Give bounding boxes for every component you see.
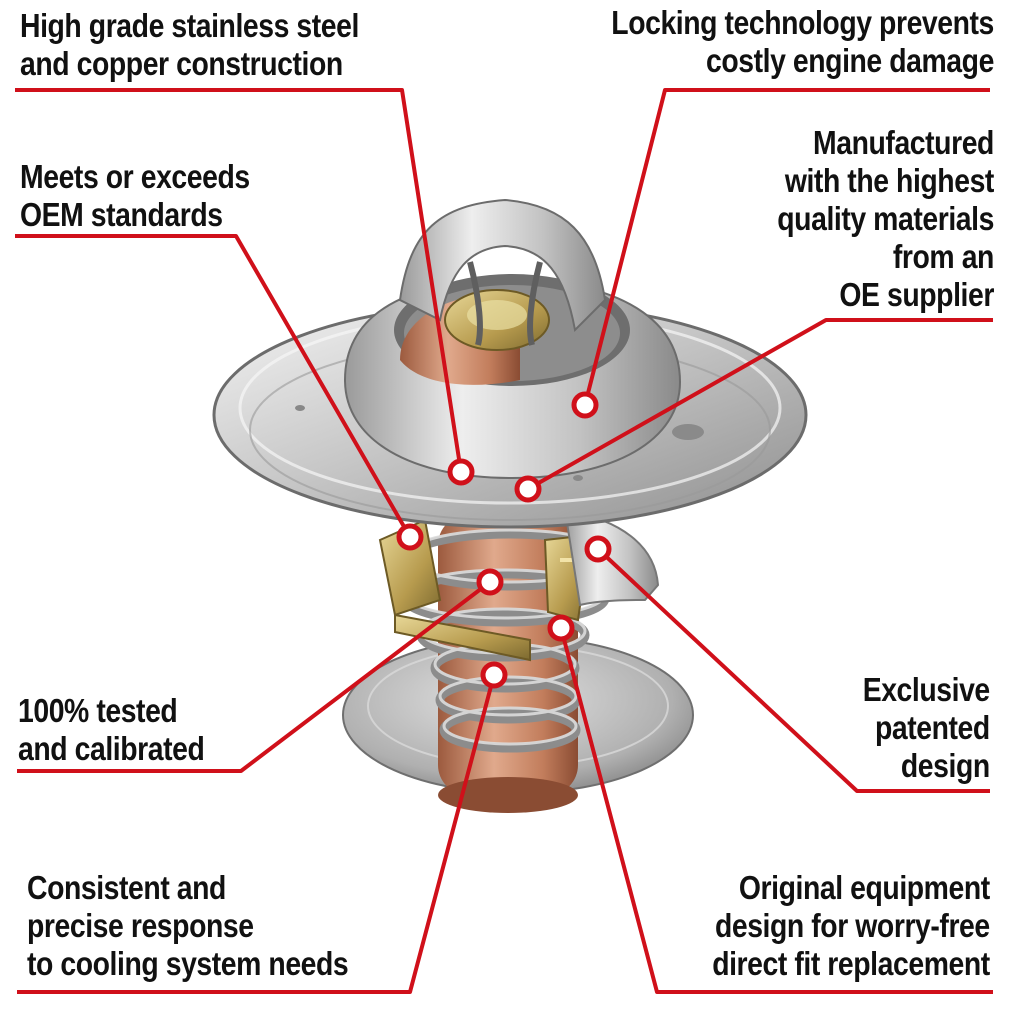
marker-stainless-copper <box>447 458 475 486</box>
callout-tested-calibrated: 100% tested and calibrated <box>18 692 205 768</box>
callout-line: Exclusive <box>862 671 991 708</box>
callout-line: 100% tested <box>18 692 178 729</box>
callout-oem-standards: Meets or exceeds OEM standards <box>20 158 250 234</box>
top-bridge <box>398 198 607 346</box>
callout-locking-technology: Locking technology prevents costly engin… <box>611 4 994 80</box>
leader-original-equipment <box>559 627 993 994</box>
marker-patented-design <box>584 535 612 563</box>
leader-quality-materials <box>527 318 993 491</box>
callout-line: direct fit replacement <box>712 945 990 982</box>
callout-line: design <box>901 747 990 784</box>
leader-stainless-copper <box>15 88 463 473</box>
callout-line: Original equipment <box>739 869 990 906</box>
callout-stainless-copper: High grade stainless steel and copper co… <box>20 7 359 83</box>
callout-line: design for worry-free <box>715 907 990 944</box>
callout-line: with the highest <box>784 162 995 199</box>
callout-line: quality materials <box>777 200 994 237</box>
callout-line: Meets or exceeds <box>20 158 250 195</box>
center-dome <box>343 274 682 480</box>
callout-quality-materials: Manufactured with the highest quality ma… <box>777 124 994 314</box>
callout-original-equipment: Original equipment design for worry-free… <box>712 869 990 983</box>
callout-line: precise response <box>27 907 254 944</box>
marker-oem-standards <box>396 523 424 551</box>
callout-precise-response: Consistent and precise response to cooli… <box>27 869 349 983</box>
marker-precise-response <box>480 661 508 689</box>
callout-line: High grade stainless steel <box>20 7 359 44</box>
callout-line: to cooling system needs <box>27 945 349 982</box>
leader-oem-standards <box>15 234 412 539</box>
callout-line: and calibrated <box>18 730 205 767</box>
callout-line: Manufactured <box>813 124 994 161</box>
marker-original-equipment <box>547 614 575 642</box>
callout-line: OE supplier <box>839 276 994 313</box>
callout-line: and copper construction <box>20 45 343 82</box>
marker-tested-calibrated <box>476 568 504 596</box>
leader-locking-technology <box>583 88 990 406</box>
callout-line: from an <box>892 238 994 275</box>
leader-patented-design <box>596 547 990 793</box>
callout-patented-design: Exclusive patented design <box>862 671 991 785</box>
callout-line: Consistent and <box>27 869 226 906</box>
callout-leaders <box>15 88 993 994</box>
callout-markers <box>396 391 612 689</box>
leader-tested-calibrated <box>17 580 492 773</box>
leader-precise-response <box>17 674 496 994</box>
marker-quality-materials <box>514 475 542 503</box>
callout-line: OEM standards <box>20 196 223 233</box>
callout-line: patented <box>875 709 990 746</box>
marker-locking-technology <box>571 391 599 419</box>
callout-line: costly engine damage <box>706 42 994 79</box>
callout-line: Locking technology prevents <box>611 4 994 41</box>
